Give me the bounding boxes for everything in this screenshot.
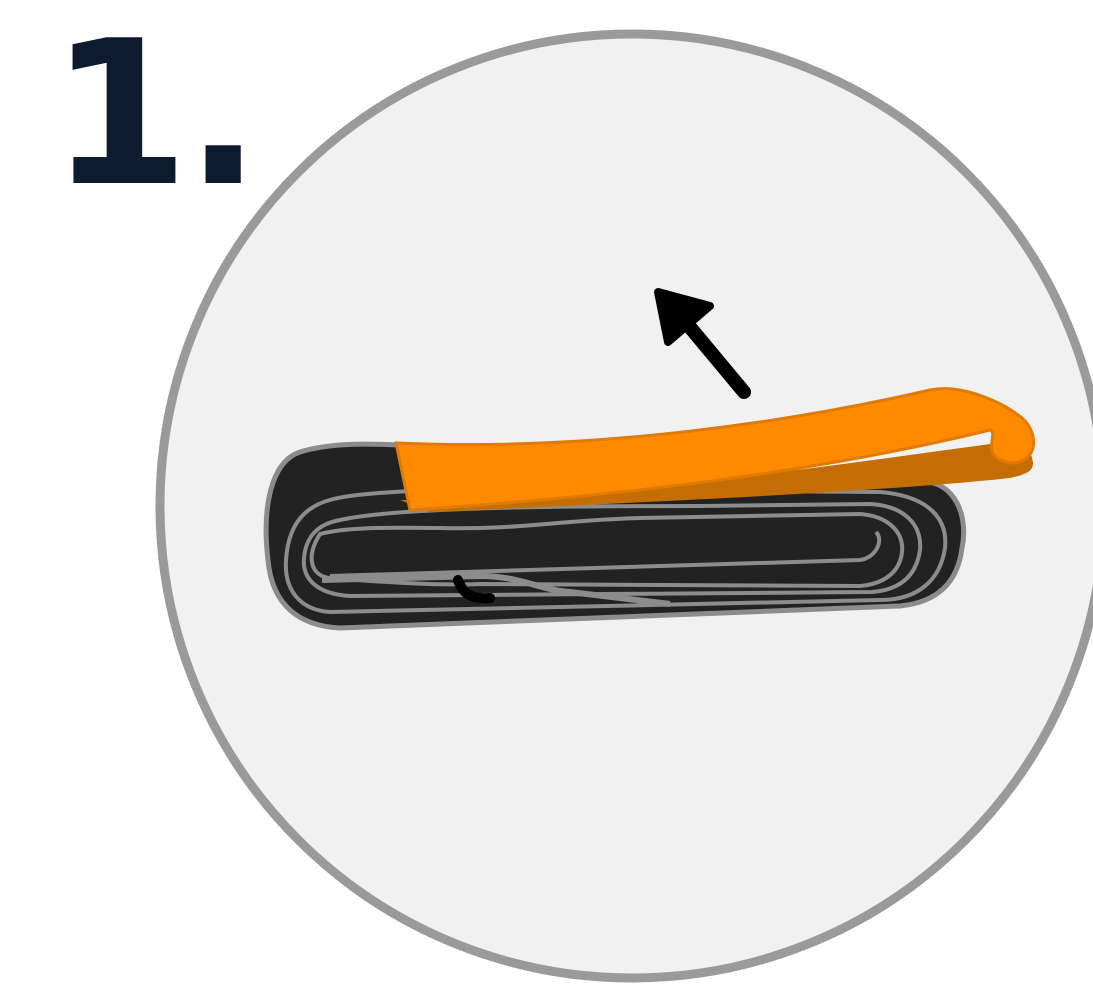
step-illustration: [0, 0, 1093, 992]
